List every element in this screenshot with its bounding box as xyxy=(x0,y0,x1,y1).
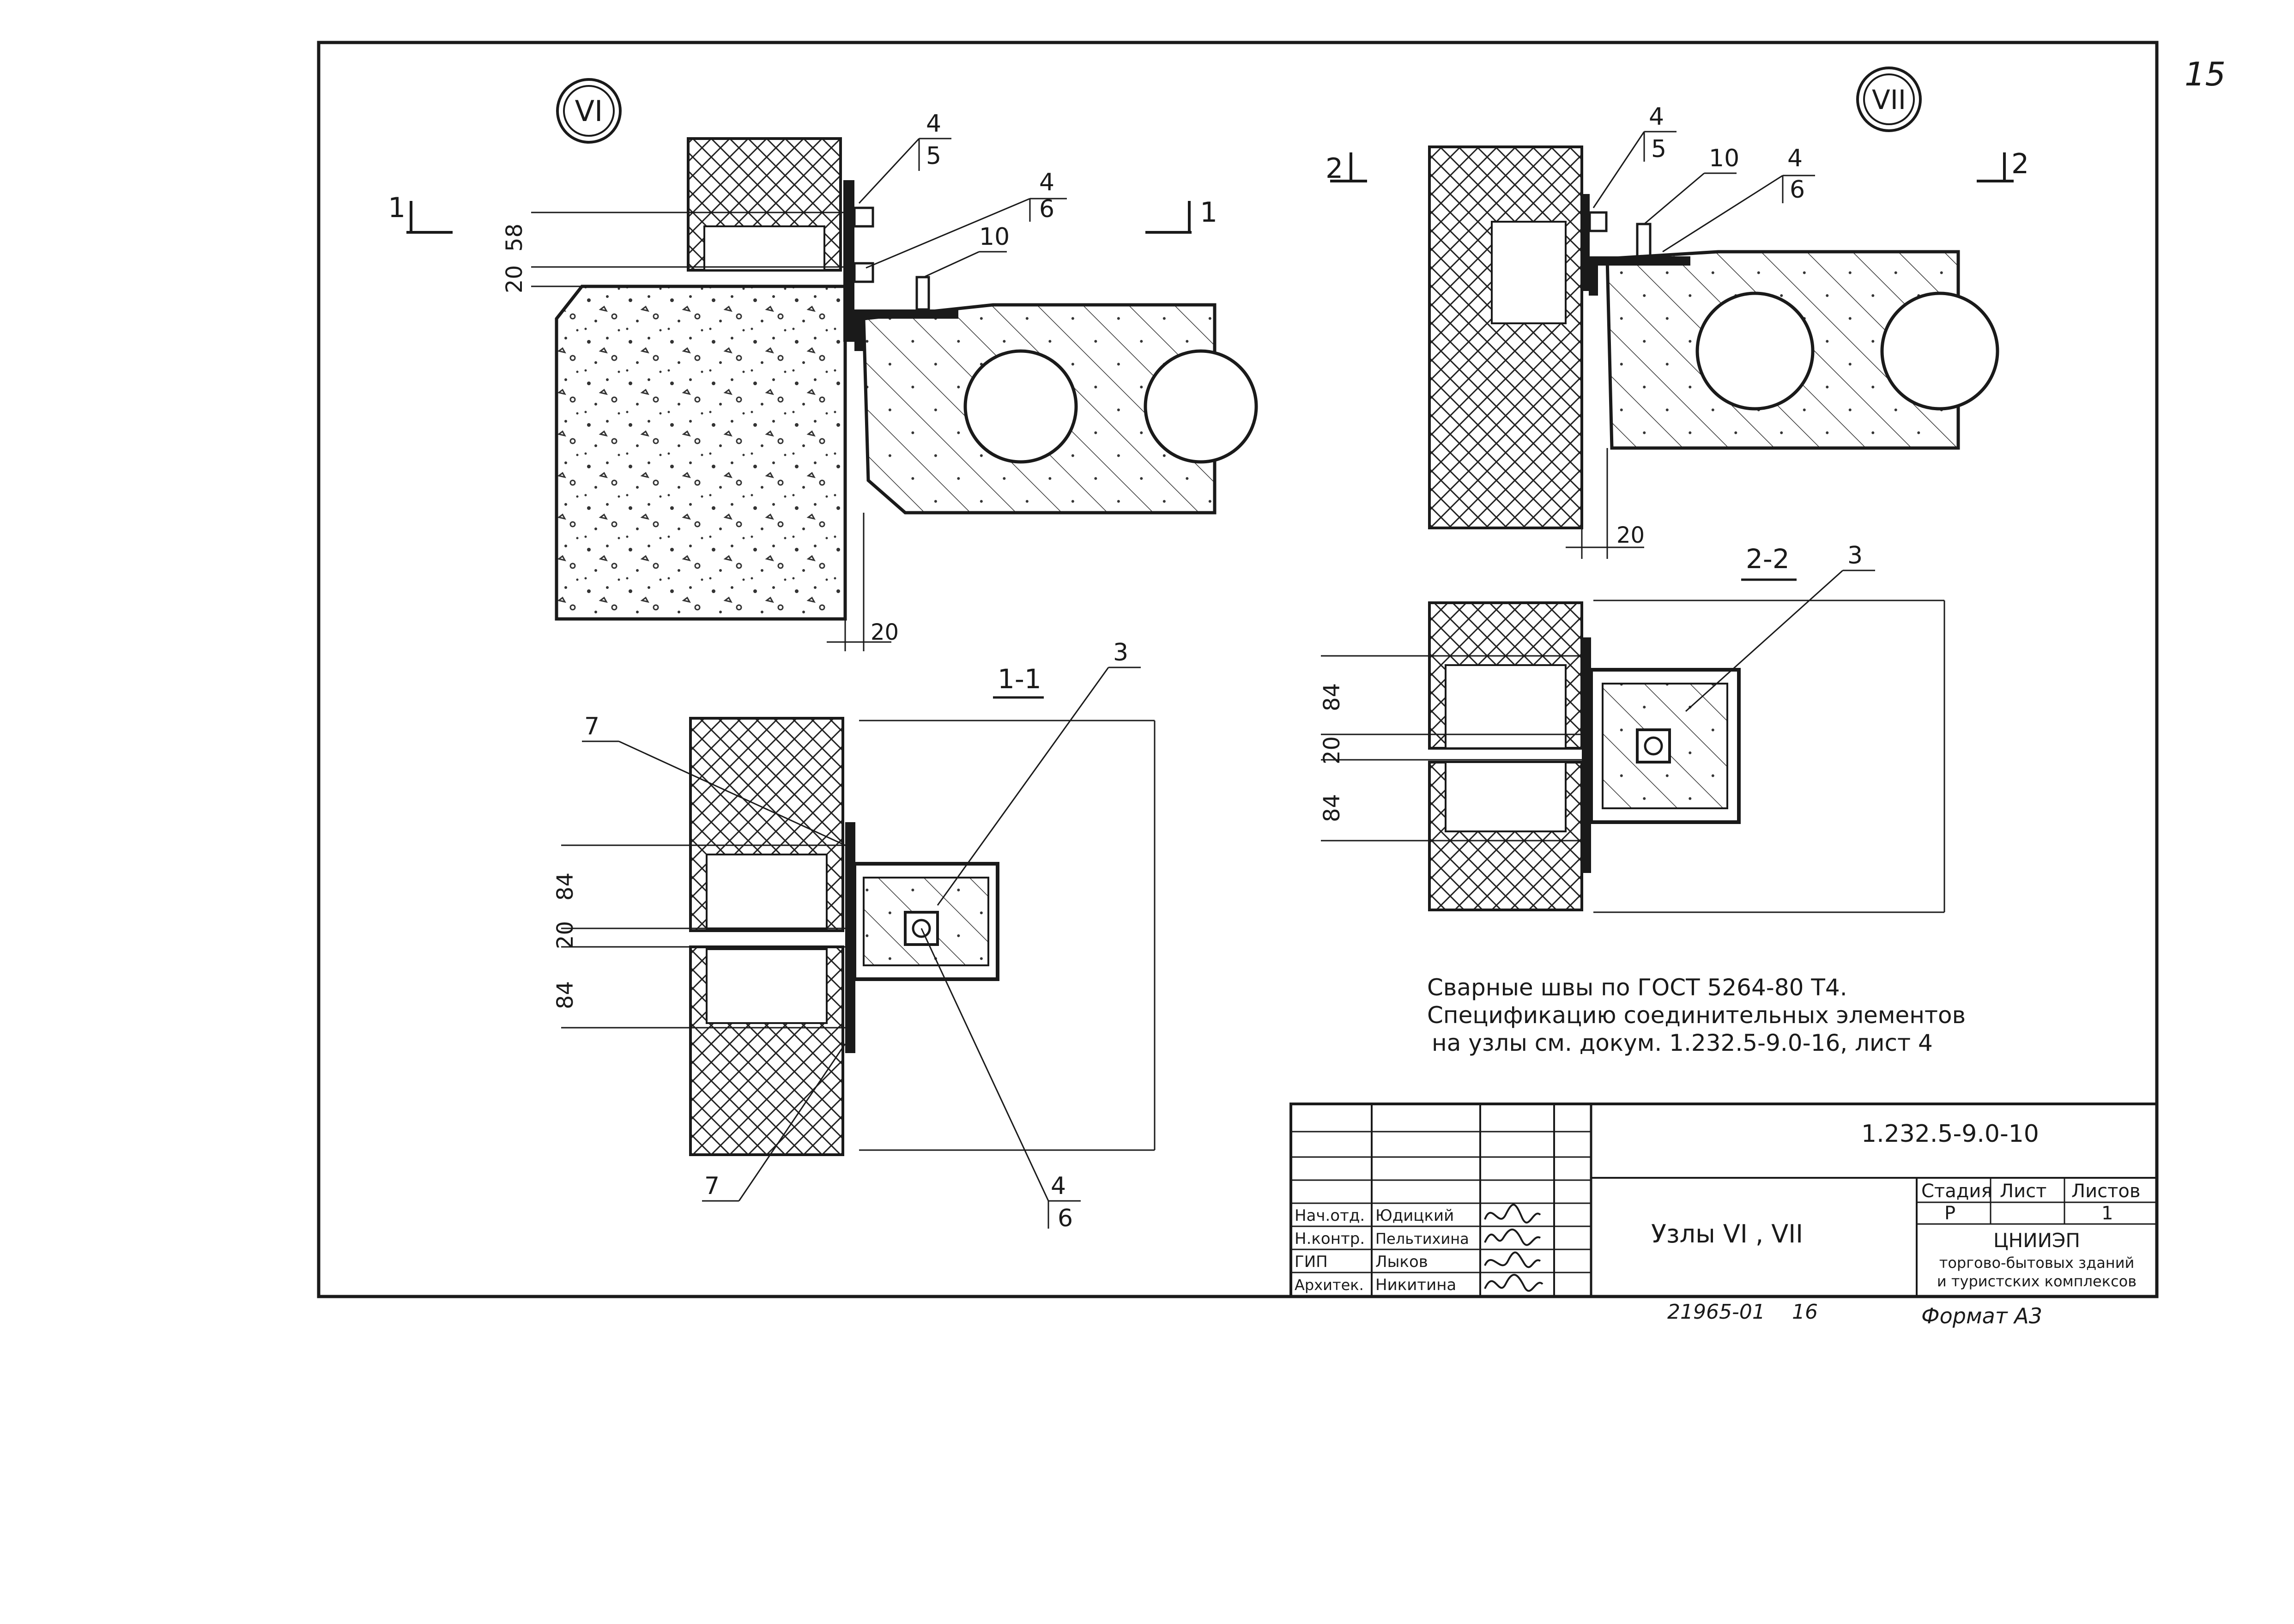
s11-callout-6: 6 xyxy=(1058,1205,1073,1232)
sheet-frame xyxy=(317,41,2159,1298)
vii-steel-angle xyxy=(1589,256,1690,296)
note-line-3: на узлы см. докум. 1.232.5-9.0-16, лист … xyxy=(1432,1030,1933,1056)
vii-callout-5: 5 xyxy=(1651,135,1666,163)
stage-header: Стадия xyxy=(1921,1181,1992,1202)
s22-callout-3: 3 xyxy=(1847,542,1863,570)
vi-callout-6: 6 xyxy=(1039,195,1054,223)
archive-page: 16 xyxy=(1792,1300,1818,1324)
sheet-number-corner: 15 xyxy=(2185,55,2226,93)
handwritten-signature-3 xyxy=(1484,1251,1541,1268)
vi-embedded-plate xyxy=(843,180,854,342)
vii-slab-void xyxy=(1695,291,1815,411)
section-1-1-title: 1-1 xyxy=(998,663,1041,695)
node-vii-drawing: VII 2 2 20 4 5 4 6 10 xyxy=(1326,67,2029,559)
s11-steel-bracket xyxy=(853,862,999,981)
stage-value: Р xyxy=(1944,1203,1955,1224)
section-2-2-drawing: 2-2 84 20 84 3 xyxy=(1319,542,1945,913)
sheet-title: Узлы VI , VII xyxy=(1651,1219,1803,1248)
s11-callout-4: 4 xyxy=(1051,1172,1066,1200)
organization-line-3: и туристских комплексов xyxy=(1937,1273,2137,1290)
s22-dim-84-bottom: 84 xyxy=(1319,794,1345,822)
vii-callout-6: 6 xyxy=(1790,176,1805,204)
signature-name-3: Лыков xyxy=(1375,1253,1428,1271)
s22-steel-bracket xyxy=(1589,668,1741,824)
section-mark-1-left: 1 xyxy=(388,192,406,224)
vii-bolt xyxy=(1588,211,1608,232)
general-notes: Сварные швы по ГОСТ 5264-80 Т4. Специфик… xyxy=(1427,974,1966,1056)
note-line-2: Спецификацию соединительных элементов xyxy=(1427,1002,1966,1029)
section-mark-2-left: 2 xyxy=(1326,152,1343,185)
handwritten-signature-4 xyxy=(1484,1273,1543,1292)
s11-callout-3: 3 xyxy=(1113,639,1128,667)
organization-line-2: торгово-бытовых зданий xyxy=(1939,1254,2135,1272)
vii-dim-20: 20 xyxy=(1616,522,1645,548)
vi-bolt-lower xyxy=(853,262,874,283)
s11-dim-20: 20 xyxy=(552,921,578,949)
document-code: 1.232.5-9.0-10 xyxy=(1861,1120,2039,1148)
section-mark-2-right: 2 xyxy=(2011,148,2029,180)
vii-callout-4-mid: 4 xyxy=(1787,145,1803,172)
signature-role-2: Н.контр. xyxy=(1295,1230,1365,1248)
vi-callout-10: 10 xyxy=(979,223,1010,251)
title-block: 1.232.5-9.0-10 Узлы VI , VII Стадия Лист… xyxy=(1289,1103,2158,1298)
vii-callout-4-top: 4 xyxy=(1649,103,1664,131)
s22-embedded-plate xyxy=(1582,637,1591,873)
vi-dim-58: 58 xyxy=(502,224,527,252)
signature-name-2: Пельтихина xyxy=(1375,1230,1469,1248)
vi-dim-20-bottom: 20 xyxy=(871,619,899,645)
vii-wall-panel xyxy=(1428,145,1583,529)
section-1-1-drawing: 1-1 84 20 84 7 7 3 4 6 xyxy=(552,639,1156,1232)
vii-callout-10: 10 xyxy=(1709,145,1739,172)
format-label: Формат А3 xyxy=(1921,1303,2042,1328)
s22-dim-84-top: 84 xyxy=(1319,683,1345,711)
s22-dim-20: 20 xyxy=(1319,736,1345,764)
vi-callout-5: 5 xyxy=(926,142,941,170)
section-mark-1-right: 1 xyxy=(1200,196,1217,229)
vii-anchor-bolt-10 xyxy=(1636,223,1652,258)
archive-number: 21965-01 xyxy=(1667,1300,1765,1324)
signature-role-1: Нач.отд. xyxy=(1295,1206,1365,1225)
vi-anchor-bolt-10 xyxy=(915,276,930,311)
vii-embedded-plate xyxy=(1580,194,1590,291)
signature-name-4: Никитина xyxy=(1375,1276,1456,1294)
organization-line-1: ЦНИИЭП xyxy=(1993,1229,2080,1252)
s11-callout-7-top: 7 xyxy=(584,713,599,740)
note-line-1: Сварные швы по ГОСТ 5264-80 Т4. xyxy=(1427,974,1847,1001)
section-2-2-title: 2-2 xyxy=(1746,543,1790,575)
s22-bolt-nut xyxy=(1636,728,1671,764)
vi-callout-4-top: 4 xyxy=(926,110,941,138)
node-vi-label: VI xyxy=(575,94,603,128)
vi-bolt-upper xyxy=(853,206,874,228)
node-vii-marker xyxy=(1856,67,1922,132)
s11-dim-84-top: 84 xyxy=(552,873,578,901)
vi-slab-void xyxy=(963,349,1078,464)
signature-name-1: Юдицкий xyxy=(1375,1206,1454,1225)
node-vi-drawing: VI 1 1 58 20 20 4 xyxy=(388,78,1258,651)
vi-callout-4-mid: 4 xyxy=(1039,169,1054,196)
sheets-value: 1 xyxy=(2101,1203,2113,1224)
s11-callout-7-bottom: 7 xyxy=(704,1172,720,1200)
signature-role-4: Архитек. xyxy=(1295,1276,1364,1294)
vi-steel-angle xyxy=(854,309,958,351)
sheets-header: Листов xyxy=(2071,1181,2140,1202)
s11-dim-84-bottom: 84 xyxy=(552,981,578,1009)
vi-concrete-column xyxy=(555,285,847,621)
handwritten-signature-2 xyxy=(1484,1228,1541,1246)
signature-role-3: ГИП xyxy=(1295,1253,1328,1271)
vi-dim-20: 20 xyxy=(502,265,527,293)
sheet-header: Лист xyxy=(2000,1181,2046,1202)
node-vii-label: VII xyxy=(1872,84,1906,115)
node-vi-marker xyxy=(556,78,622,144)
handwritten-signature-1 xyxy=(1484,1204,1541,1224)
